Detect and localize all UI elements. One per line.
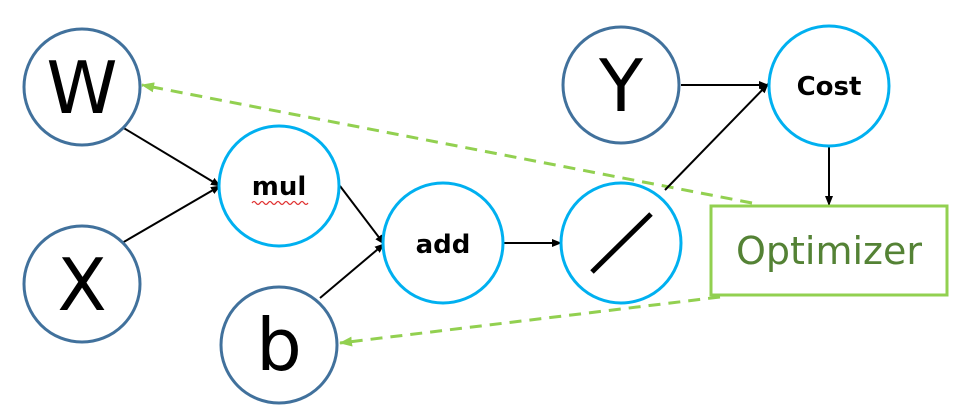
node-optimizer-label: Optimizer (736, 229, 922, 273)
node-w-label: W (46, 46, 117, 130)
node-add: add (381, 181, 505, 305)
node-b-label: b (256, 303, 302, 387)
node-cost: Cost (767, 24, 891, 148)
divide-slash-icon (590, 212, 653, 274)
feedback-arrow-to-w (141, 82, 753, 205)
spellcheck-underline (251, 200, 309, 206)
feedback-arrow-to-b (339, 295, 721, 347)
node-x-label: X (57, 243, 106, 327)
edge-div-cost (664, 83, 769, 191)
node-w: W (22, 27, 142, 147)
node-y-label: Y (598, 44, 644, 128)
node-divide (559, 181, 683, 305)
edge-x-mul (121, 185, 221, 244)
node-mul-label: mul (252, 172, 307, 202)
node-b: b (219, 285, 339, 405)
node-cost-label: Cost (797, 72, 862, 102)
node-mul: mul (217, 124, 341, 248)
edge-b-add (319, 243, 385, 299)
node-add-label: add (416, 230, 471, 260)
node-optimizer: Optimizer (709, 204, 949, 297)
edge-mul-add (339, 185, 385, 245)
node-x: X (22, 224, 142, 344)
edge-w-mul (121, 126, 221, 187)
node-y: Y (561, 25, 681, 145)
